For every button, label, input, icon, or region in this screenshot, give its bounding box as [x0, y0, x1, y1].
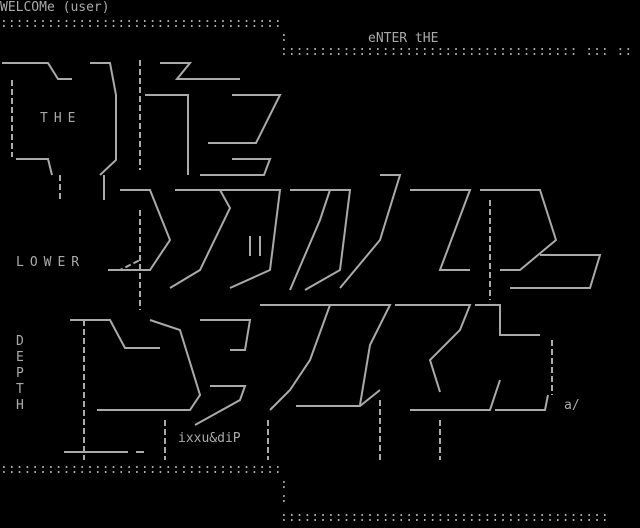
art-stroke: [110, 189, 172, 271]
art-stroke: [410, 379, 501, 411]
art-stroke: [410, 189, 472, 271]
bottom-dotted-border-right: ::::::::::::::::::::::::::::::::::::::::…: [280, 510, 609, 525]
art-stroke: [169, 189, 232, 289]
art-stroke: [304, 189, 352, 291]
art-stroke: [216, 189, 282, 289]
art-stroke: [108, 259, 141, 271]
art-stroke: [160, 62, 240, 80]
art-stroke: [296, 389, 381, 407]
art-stroke: [208, 94, 282, 144]
art-stroke: [70, 319, 160, 349]
artist-signature: a/: [564, 398, 580, 413]
bottom-dotted-border-left: ::::::::::::::::::::::::::::::::::::: [0, 462, 282, 477]
top-dotted-border-right: :::::::::::::::::::::::::::::::::::::: :…: [280, 44, 640, 59]
art-stroke: [289, 189, 332, 291]
enter-the-text: eNTER tHE: [368, 31, 439, 46]
art-stroke: [475, 304, 540, 336]
word-depth: DEPTH: [16, 334, 24, 413]
art-stroke: [495, 394, 549, 411]
art-stroke: [90, 62, 117, 176]
artist-tag: ixxu&diP: [178, 431, 241, 446]
art-stroke: [260, 304, 332, 411]
art-stroke: [16, 158, 53, 176]
art-stroke: [200, 319, 252, 351]
word-lower: LOWER: [16, 255, 86, 270]
top-dotted-border-left: ::::::::::::::::::::::::::::::::::::: [0, 16, 282, 31]
bottom-dotted-border-vertical: : :: [280, 477, 288, 506]
top-dotted-border-vertical: :: [280, 30, 288, 45]
art-stroke: [339, 174, 402, 289]
art-stroke: [200, 158, 272, 176]
art-stroke: [145, 94, 189, 175]
word-the: THE: [40, 111, 82, 126]
art-stroke: [330, 304, 392, 406]
welcome-text: WELCOMe (user): [0, 0, 110, 15]
art-stroke: [480, 189, 558, 271]
art-stroke: [97, 319, 202, 411]
art-stroke: [194, 385, 247, 426]
art-line: [2, 62, 72, 80]
art-stroke: [395, 304, 472, 393]
art-stroke: [510, 254, 602, 289]
